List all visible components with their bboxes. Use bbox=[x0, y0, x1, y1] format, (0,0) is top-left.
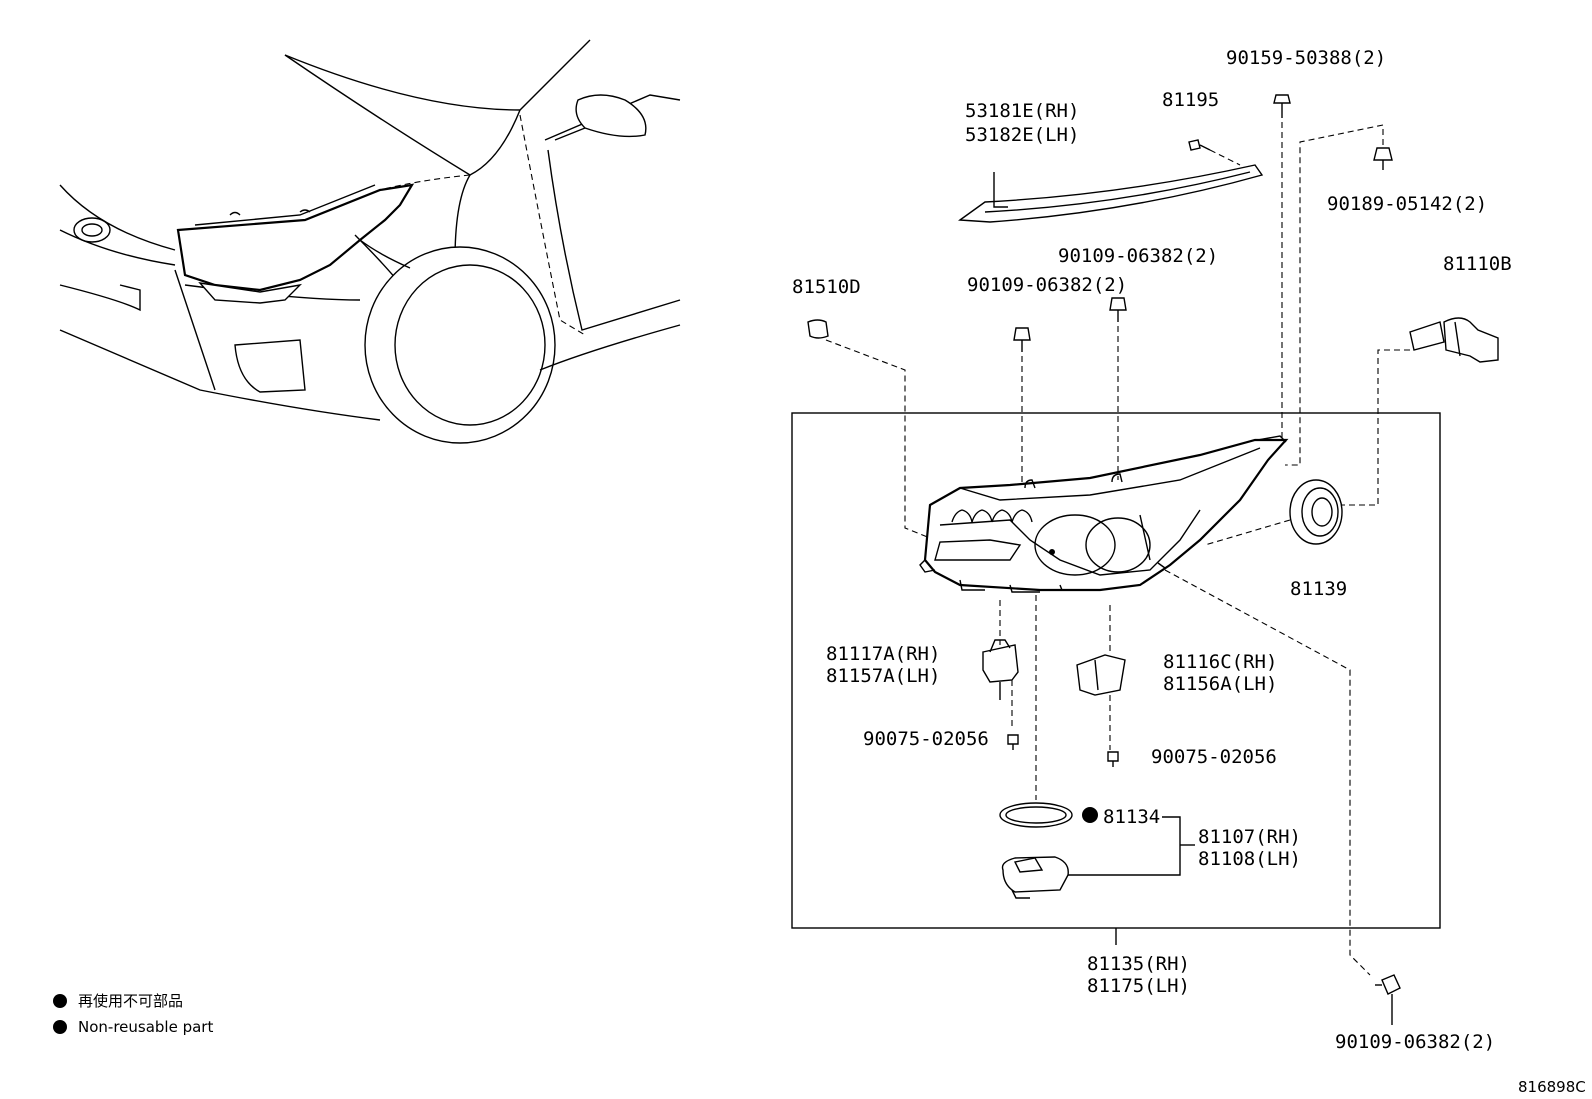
label-81195: 81195 bbox=[1162, 89, 1219, 111]
screw-90075-left bbox=[1007, 734, 1019, 750]
ballast-81107 bbox=[1001, 856, 1069, 899]
label-90109-upper-left: 90109-06382(2) bbox=[967, 274, 1127, 296]
diagram-code: 816898C bbox=[1518, 1078, 1586, 1096]
label-81116c: 81116C(RH) bbox=[1163, 651, 1277, 673]
label-53181e: 53181E(RH) bbox=[965, 100, 1079, 122]
label-90159: 90159-50388(2) bbox=[1226, 47, 1386, 69]
label-81110b: 81110B bbox=[1443, 253, 1512, 275]
bolt-90109-upper-right bbox=[1109, 297, 1127, 480]
screw-81195 bbox=[1188, 139, 1241, 166]
label-81175: 81175(LH) bbox=[1087, 975, 1190, 997]
bracket-81107 bbox=[1068, 816, 1181, 876]
label-81135: 81135(RH) bbox=[1087, 953, 1190, 975]
bulb-81510d bbox=[807, 319, 931, 539]
label-81139: 81139 bbox=[1290, 578, 1347, 600]
non-reusable-marker bbox=[1082, 807, 1098, 823]
legend-marker-jp bbox=[53, 994, 67, 1008]
gasket-81134 bbox=[999, 802, 1098, 828]
legend-text-en: Non-reusable part bbox=[78, 1018, 213, 1036]
bolt-90109-lower bbox=[1375, 974, 1401, 1025]
label-90109-upper-right: 90109-06382(2) bbox=[1058, 245, 1218, 267]
cap-81139 bbox=[1204, 479, 1343, 546]
headlamp-garnish-strip bbox=[958, 164, 1264, 223]
screw-90075-right bbox=[1107, 751, 1119, 767]
label-90109-lower: 90109-06382(2) bbox=[1335, 1031, 1495, 1053]
bolt-90189 bbox=[1285, 124, 1393, 466]
label-81107: 81107(RH) bbox=[1198, 826, 1301, 848]
socket-81116c bbox=[1076, 654, 1126, 750]
vehicle-front-illustration bbox=[59, 39, 681, 444]
headlamp-housing bbox=[919, 435, 1289, 593]
label-90189: 90189-05142(2) bbox=[1327, 193, 1487, 215]
bolt-90109-upper-left bbox=[1013, 327, 1031, 485]
label-81117a: 81117A(RH) bbox=[826, 643, 940, 665]
clip-90159 bbox=[1273, 94, 1291, 440]
legend-marker-en bbox=[53, 1020, 67, 1034]
socket-81117a bbox=[982, 639, 1019, 730]
bulb-81110b bbox=[1332, 317, 1499, 506]
label-90075-right: 90075-02056 bbox=[1151, 746, 1277, 768]
label-53182e: 53182E(LH) bbox=[965, 124, 1079, 146]
label-81157a: 81157A(LH) bbox=[826, 665, 940, 687]
legend-text-jp: 再使用不可部品 bbox=[78, 992, 183, 1010]
leader-90109-lower bbox=[1164, 569, 1371, 976]
legend: 再使用不可部品 Non-reusable part bbox=[53, 992, 213, 1036]
label-81510d: 81510D bbox=[792, 276, 861, 298]
label-81156a: 81156A(LH) bbox=[1163, 673, 1277, 695]
label-81108: 81108(LH) bbox=[1198, 848, 1301, 870]
label-81134: 81134 bbox=[1103, 806, 1160, 828]
label-90075-left: 90075-02056 bbox=[863, 728, 989, 750]
